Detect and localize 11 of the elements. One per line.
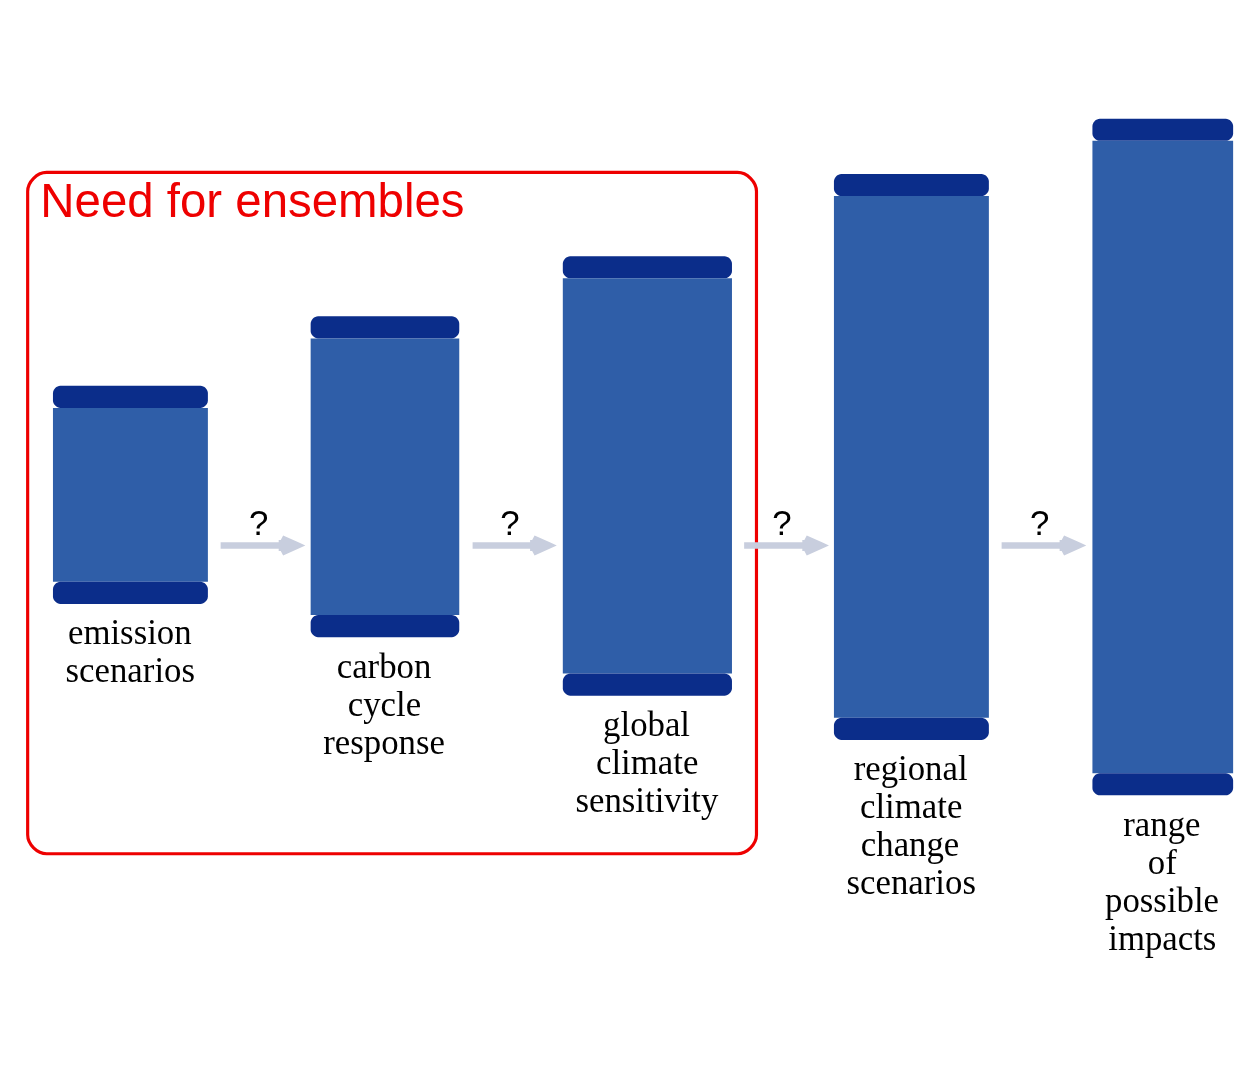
edge-label: ? (500, 504, 520, 543)
edge-label: ? (248, 504, 269, 543)
arrow (220, 535, 302, 556)
node-label: regional climate change scenarios (846, 749, 976, 903)
node-label: global climate sensitivity (575, 705, 719, 821)
node-label: carbon cycle response (323, 646, 445, 762)
node-label: range of possible impacts (1105, 804, 1220, 958)
edge-label: ? (1029, 504, 1050, 543)
node-label: emission scenarios (65, 613, 195, 691)
edge-label: ? (772, 504, 792, 543)
arrow (1001, 535, 1083, 556)
